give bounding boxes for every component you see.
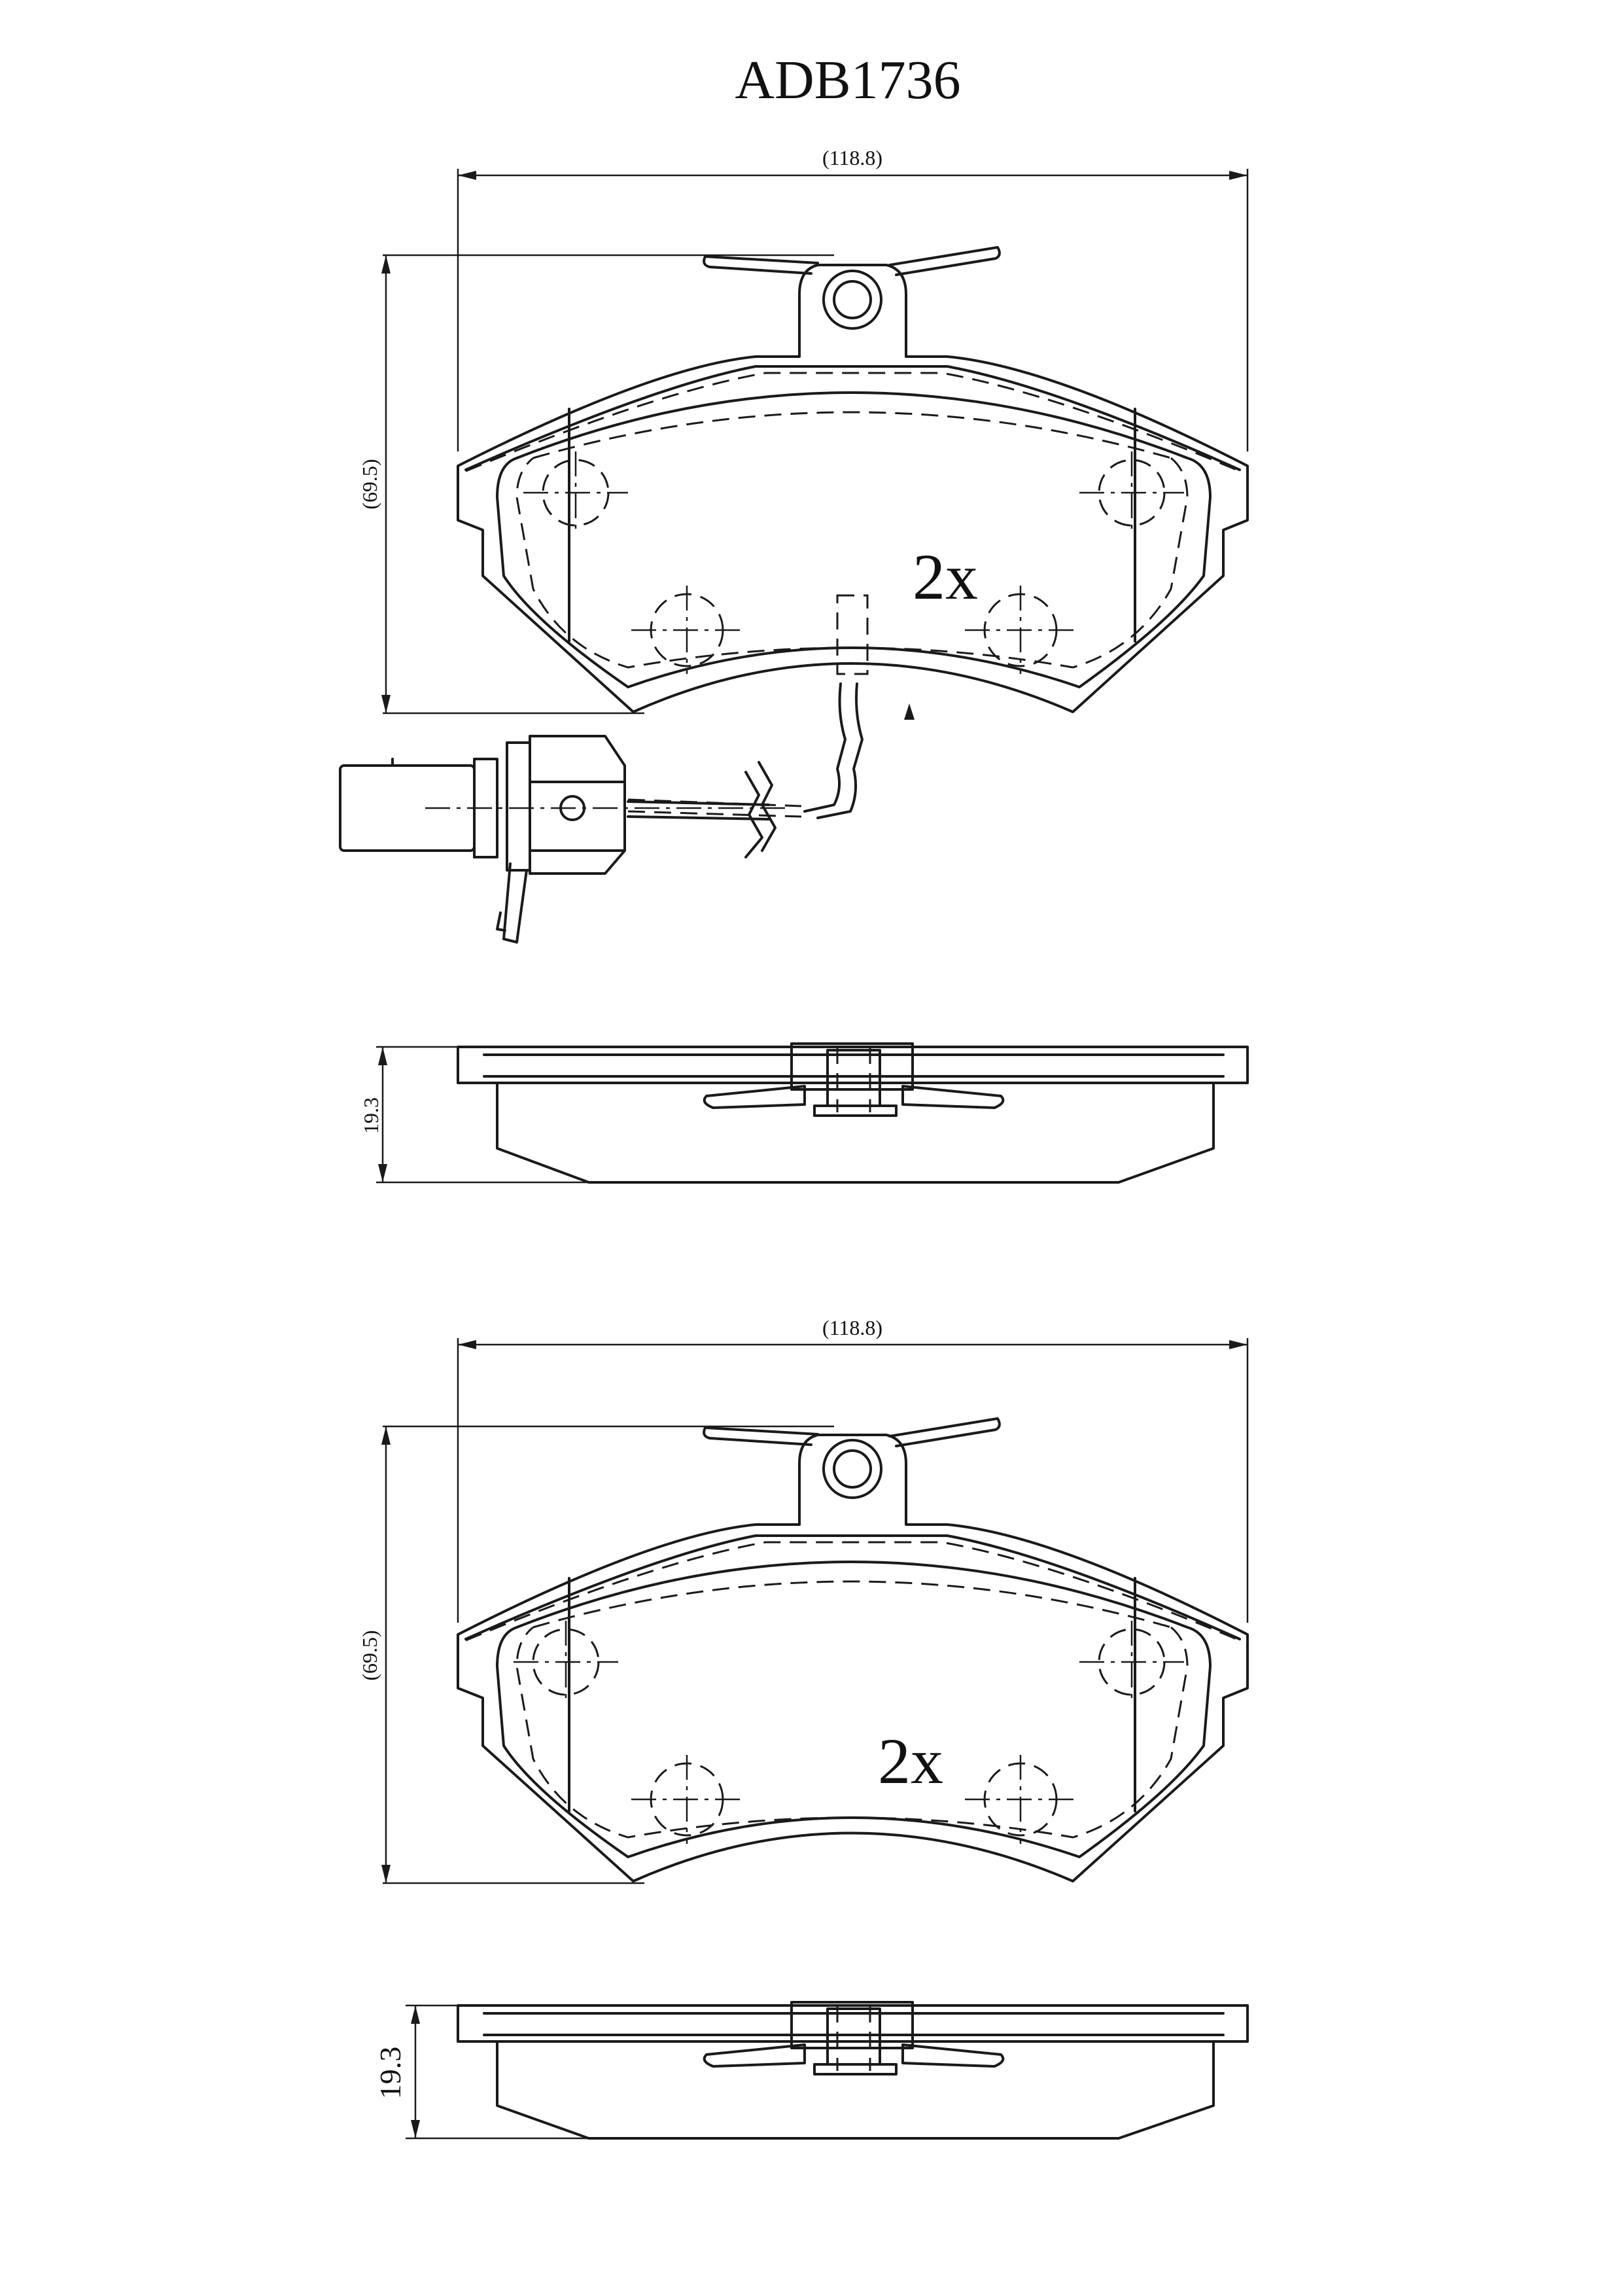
piston-marker-2 — [1079, 1621, 1184, 1703]
side-friction-material — [496, 1082, 1215, 1184]
side-friction-material — [496, 2040, 1215, 2140]
width-dimension-label: (118.8) — [822, 1316, 882, 1339]
pad-side-view-1: 19.3 — [359, 1042, 1249, 1184]
sensor-connector — [529, 735, 626, 875]
width-dimension-label: (118.8) — [822, 146, 882, 169]
part-number-title: ADB1736 — [735, 50, 960, 111]
sensor-slot — [836, 594, 869, 675]
side-backing-plate — [457, 1046, 1249, 1084]
piston-marker-3 — [631, 1755, 742, 1844]
piston-marker-4 — [965, 586, 1076, 674]
friction-material — [496, 391, 1212, 688]
width-dimension: (118.8) — [457, 146, 1249, 451]
piston-marker-1 — [523, 451, 628, 533]
thickness-dimension-label: 19.3 — [359, 1097, 383, 1134]
pad-side-view-2: 19.3 — [374, 2001, 1249, 2140]
friction-material — [496, 1561, 1212, 1858]
direction-arrow-icon — [904, 703, 915, 720]
quantity-label: 2x — [913, 540, 978, 613]
piston-marker-1 — [514, 1621, 618, 1703]
height-dimension-label: (69.5) — [358, 1630, 381, 1680]
side-backing-plate — [457, 2004, 1249, 2043]
piston-marker-3 — [631, 586, 742, 674]
backing-plate-outline — [457, 264, 1249, 713]
backing-plate-outline — [457, 1434, 1249, 1882]
piston-marker-2 — [1079, 451, 1184, 533]
height-dimension-label: (69.5) — [358, 459, 381, 509]
piston-marker-4 — [965, 1755, 1076, 1844]
anti-rattle-spring — [703, 1417, 1001, 1499]
quantity-label: 2x — [878, 1725, 943, 1797]
width-dimension: (118.8) — [457, 1316, 1249, 1623]
thickness-dimension-label: 19.3 — [374, 2047, 407, 2100]
wear-sensor — [339, 682, 864, 944]
anti-rattle-spring — [703, 246, 1001, 330]
pad-front-view-no-sensor: (118.8) (69.5) — [358, 1316, 1249, 1884]
height-dimension: (69.5) — [358, 254, 834, 715]
pad-front-view-with-sensor: (118.8) (69.5) — [358, 146, 1249, 720]
height-dimension: (69.5) — [358, 1425, 834, 1884]
